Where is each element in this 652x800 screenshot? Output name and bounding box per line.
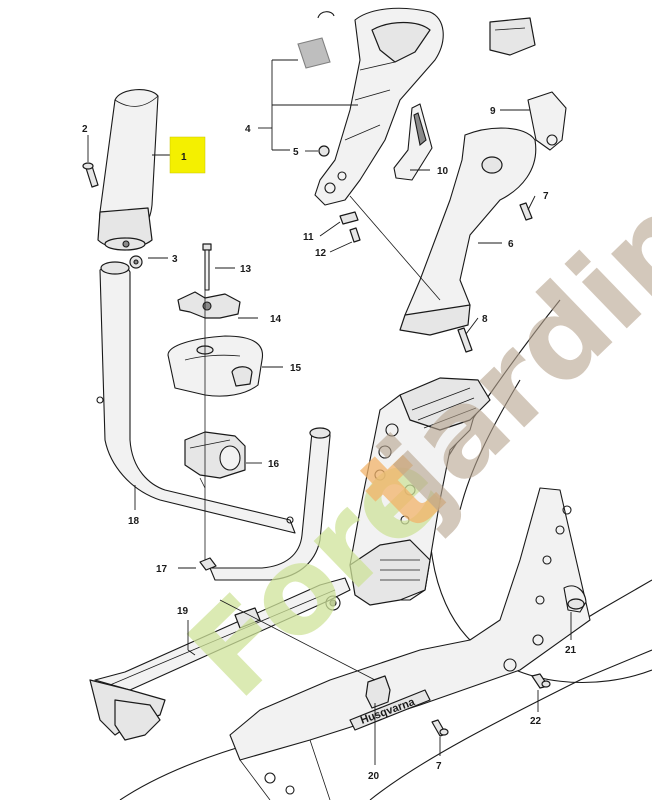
fasteners-bottom — [431, 673, 551, 737]
callout-17: 17 — [156, 564, 168, 575]
callout-6: 6 — [508, 239, 514, 250]
housing-part-6 — [399, 127, 537, 353]
callout-2: 2 — [82, 124, 88, 135]
leader-lines — [87, 59, 572, 765]
callout-10: 10 — [437, 166, 449, 177]
spring-clip-21 — [563, 585, 587, 613]
callout-20: 20 — [368, 771, 380, 782]
callout-21: 21 — [565, 645, 577, 656]
callout-15: 15 — [290, 363, 302, 374]
callout-16: 16 — [268, 459, 280, 470]
callout-18: 18 — [128, 516, 140, 527]
grip-part-1 — [97, 89, 159, 251]
handle-assembly-4 — [297, 7, 444, 243]
callout-11: 11 — [303, 232, 314, 243]
callout-4: 4 — [245, 124, 251, 135]
clamp-stack — [167, 291, 264, 489]
callout-8: 8 — [482, 314, 488, 325]
highlight-box-part-1 — [169, 136, 206, 174]
callout-14: 14 — [270, 314, 282, 325]
callout-1: 1 — [181, 152, 187, 163]
handle-tube-18 — [96, 261, 331, 581]
callout-7-bottom: 7 — [436, 761, 442, 772]
switch-part-9 — [489, 17, 567, 151]
callout-3: 3 — [172, 254, 178, 265]
fasteners-left — [82, 162, 217, 571]
callout-9: 9 — [490, 106, 496, 117]
callout-5: 5 — [293, 147, 299, 158]
callout-13: 13 — [240, 264, 252, 275]
lever-part-10 — [393, 103, 433, 181]
callout-19: 19 — [177, 606, 189, 617]
callout-12: 12 — [315, 248, 327, 259]
callout-7-top: 7 — [543, 191, 549, 202]
callout-22: 22 — [530, 716, 542, 727]
callout-labels: 1 2 3 4 5 6 7 8 9 10 11 12 13 14 15 16 1… — [82, 106, 577, 782]
